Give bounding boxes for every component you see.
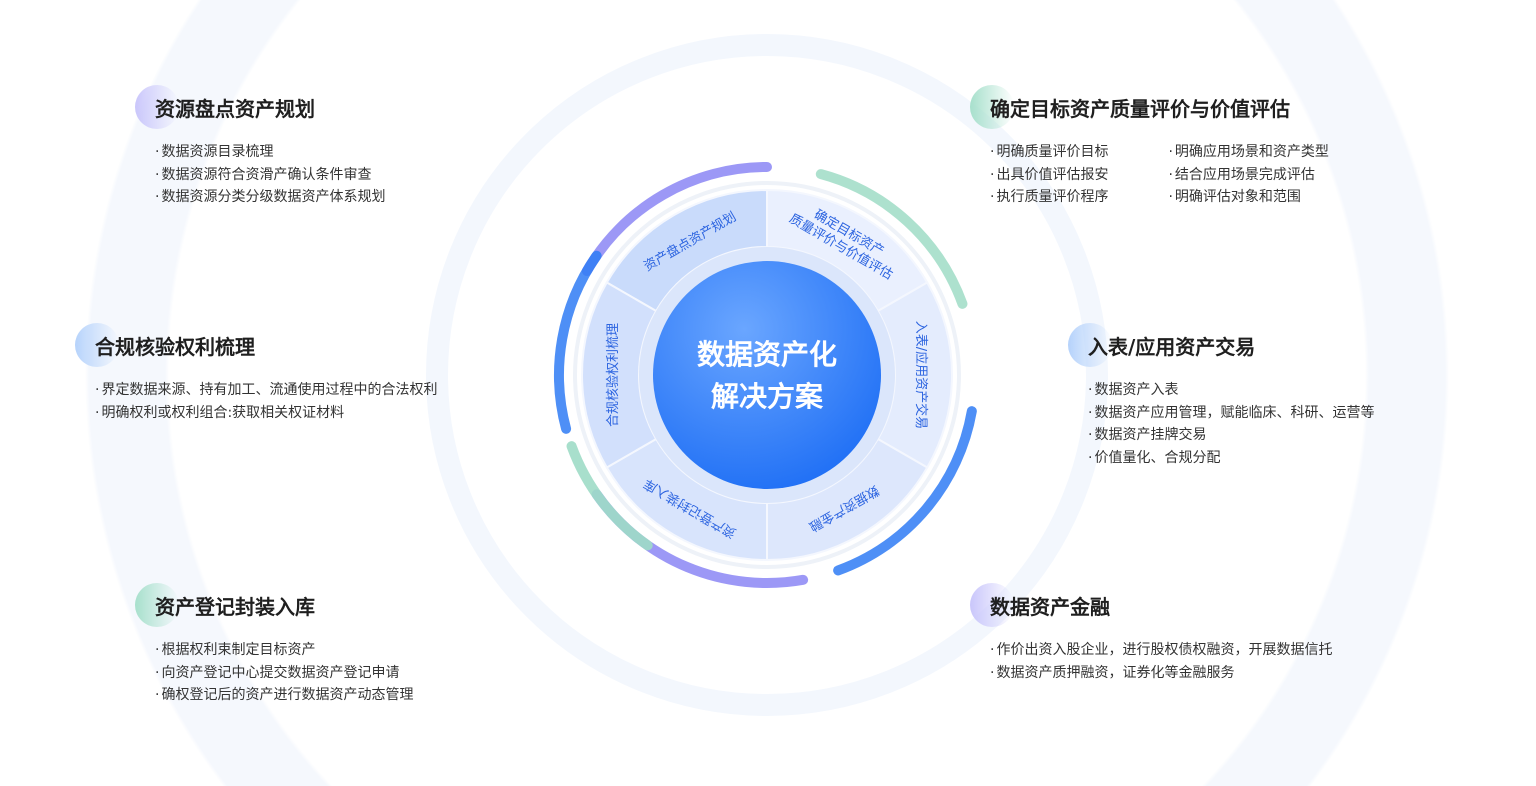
bullet-item: 明确权利或权利组合:获取相关权证材料 xyxy=(95,402,437,425)
bullet-item: 数据资产质押融资，证券化等金融服务 xyxy=(990,662,1332,685)
dot-icon xyxy=(135,85,179,129)
bullet-list: 界定数据来源、持有加工、流通使用过程中的合法权利明确权利或权利组合:获取相关权证… xyxy=(95,379,437,424)
bullet-item: 数据资产挂牌交易 xyxy=(1088,424,1374,447)
dot-icon xyxy=(970,85,1014,129)
bullet-list: 数据资源目录梳理数据资源符合资滑产确认条件审查数据资源分类分级数据资产体系规划 xyxy=(155,141,385,209)
bullet-item: 明确评估对象和范围 xyxy=(1168,186,1328,209)
block-register: 资产登记封装入库 根据权利束制定目标资产向资产登记中心提交数据资产登记申请确权登… xyxy=(135,583,413,707)
bullet-list: 作价出资入股企业，进行股权债权融资，开展数据信托数据资产质押融资，证券化等金融服… xyxy=(990,639,1332,684)
bullet-item: 明确应用场景和资产类型 xyxy=(1168,141,1329,164)
sector-label: 合规核验权利梳理 xyxy=(605,323,621,427)
bullet-list: 数据资产入表数据资产应用管理，赋能临床、科研、运营等数据资产挂牌交易价值量化、合… xyxy=(1088,379,1374,469)
bullet-item: 界定数据来源、持有加工、流通使用过程中的合法权利 xyxy=(95,379,437,402)
bullet-item: 明确质量评价目标 xyxy=(990,141,1108,164)
bullet-item: 数据资产入表 xyxy=(1088,379,1374,402)
bullet-item: 数据资源分类分级数据资产体系规划 xyxy=(155,186,385,209)
bullet-item: 数据资源符合资滑产确认条件审查 xyxy=(155,164,385,187)
bullet-item: 价值量化、合规分配 xyxy=(1088,447,1374,470)
bullet-list: 明确应用场景和资产类型结合应用场景完成评估明确评估对象和范围 xyxy=(1168,141,1329,209)
block-compliance: 合规核验权利梳理 界定数据来源、持有加工、流通使用过程中的合法权利明确权利或权利… xyxy=(75,323,437,424)
bullet-item: 根据权利束制定目标资产 xyxy=(155,639,413,662)
block-quality: 确定目标资产质量评价与价值评估 明确质量评价目标出具价值评估报安执行质量评价程序… xyxy=(970,85,1329,209)
center-title-1: 数据资产化 xyxy=(697,338,837,371)
bullet-item: 作价出资入股企业，进行股权债权融资，开展数据信托 xyxy=(990,639,1332,662)
block-title: 数据资产金融 xyxy=(990,594,1110,619)
dot-icon xyxy=(135,583,179,627)
outer-arc xyxy=(554,250,602,434)
bullet-item: 数据资源目录梳理 xyxy=(155,141,385,164)
block-title: 确定目标资产质量评价与价值评估 xyxy=(990,96,1290,121)
center-title-2: 解决方案 xyxy=(711,380,824,413)
block-title: 资源盘点资产规划 xyxy=(155,96,315,121)
block-trade: 入表/应用资产交易 数据资产入表数据资产应用管理，赋能临床、科研、运营等数据资产… xyxy=(1068,323,1374,469)
dot-icon xyxy=(75,323,119,367)
block-finance: 数据资产金融 作价出资入股企业，进行股权债权融资，开展数据信托数据资产质押融资，… xyxy=(970,583,1332,684)
block-title: 入表/应用资产交易 xyxy=(1088,334,1256,359)
dot-icon xyxy=(970,583,1014,627)
block-title: 合规核验权利梳理 xyxy=(95,334,255,359)
block-plan: 资源盘点资产规划 数据资源目录梳理数据资源符合资滑产确认条件审查数据资源分类分级… xyxy=(135,85,385,209)
bullet-item: 出具价值评估报安 xyxy=(990,164,1108,187)
bullet-list: 根据权利束制定目标资产向资产登记中心提交数据资产登记申请确权登记后的资产进行数据… xyxy=(155,639,413,707)
bullet-list: 明确质量评价目标出具价值评估报安执行质量评价程序 xyxy=(990,141,1108,209)
outer-arc xyxy=(815,169,968,309)
outer-arc xyxy=(833,406,977,576)
block-title: 资产登记封装入库 xyxy=(155,594,315,619)
bullet-item: 执行质量评价程序 xyxy=(990,186,1108,209)
bullet-item: 向资产登记中心提交数据资产登记申请 xyxy=(155,662,413,685)
bullet-item: 结合应用场景完成评估 xyxy=(1168,164,1328,187)
center-circle xyxy=(653,261,881,489)
sector-label: 入表/应用资产交易 xyxy=(913,321,929,429)
bullet-item: 确权登记后的资产进行数据资产动态管理 xyxy=(155,684,413,707)
outer-arc xyxy=(581,162,772,276)
bullet-item: 数据资产应用管理，赋能临床、科研、运营等 xyxy=(1088,402,1374,425)
outer-arc xyxy=(566,441,653,551)
dot-icon xyxy=(1068,323,1112,367)
